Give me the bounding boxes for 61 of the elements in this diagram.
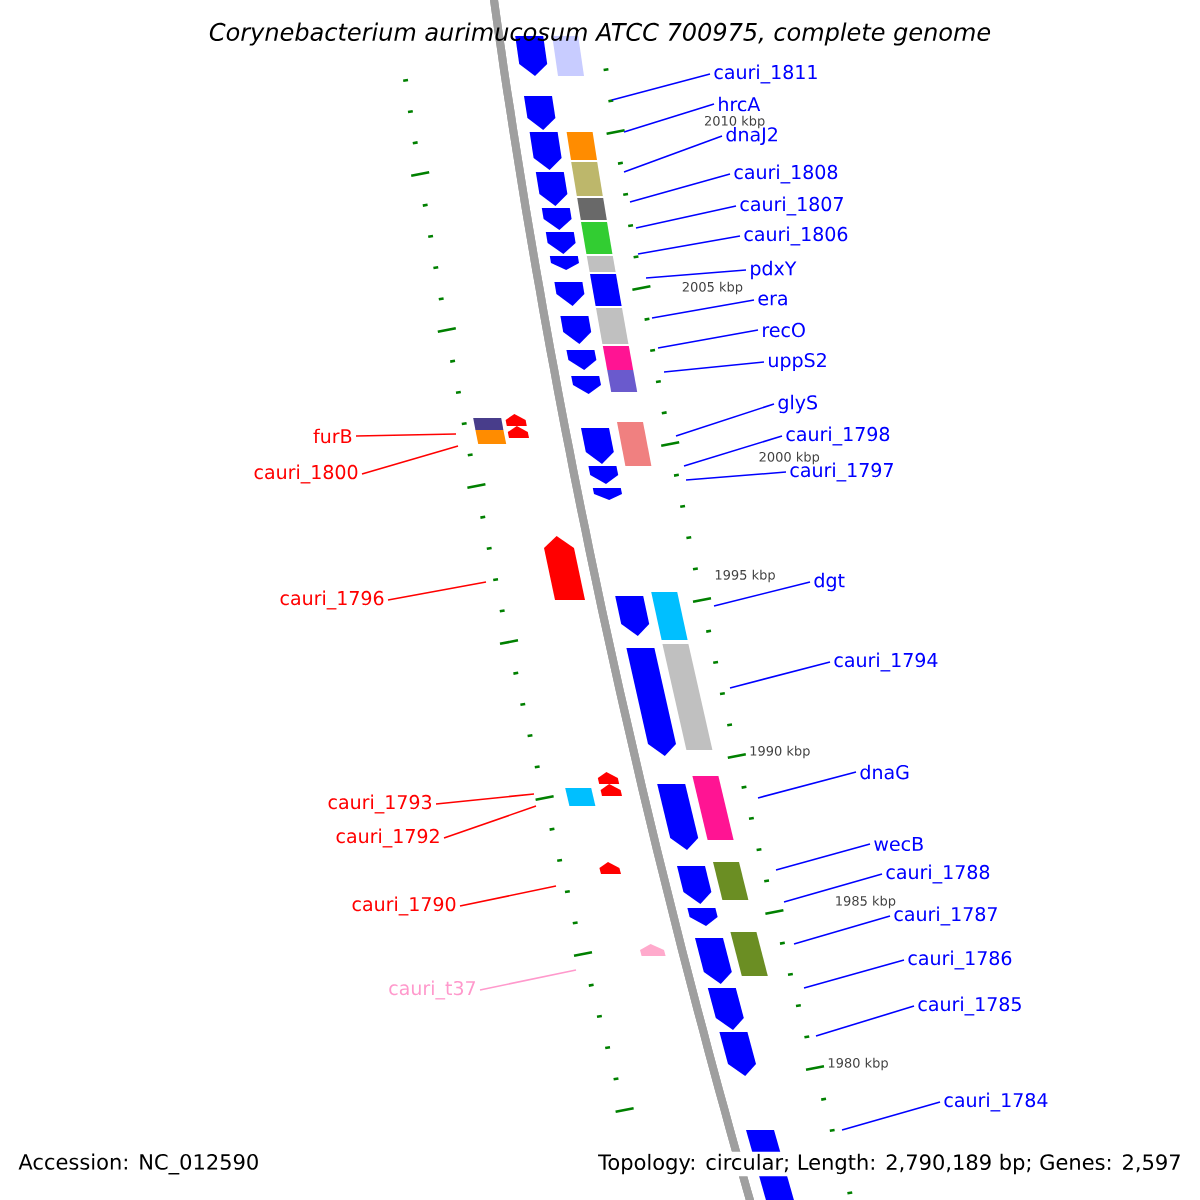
leader-line [623,103,715,133]
gene-label: wecB [874,836,923,852]
gene-label: cauri_1806 [744,226,848,246]
gene-label: cauri_1794 [834,652,938,672]
gene-label: cauri_1800 [254,464,358,484]
gene-label: cauri_1785 [918,996,1021,1016]
leader-line [479,969,577,991]
gene-label: hrcA [719,96,761,112]
gene-label: cauri_1786 [908,950,1012,970]
gene-label: dgt [814,572,845,592]
leader-line [815,1005,915,1037]
gene-label: dnaG [860,764,909,780]
leader-line [635,205,737,229]
gene-label: cauri_1797 [790,462,893,482]
leader-line [793,915,891,945]
leader-line [651,299,755,319]
leader-line [775,843,871,871]
gene-label: cauri_1808 [734,164,838,184]
gene-label: cauri_1796 [280,590,384,610]
leader-line [459,885,557,907]
accession-label: Accession: NC_012590 [18,1153,258,1175]
leader-line [637,235,741,255]
gene-label: cauri_1787 [894,906,997,926]
gene-label: pdxY [751,260,797,280]
gene-label: cauri_1807 [740,196,843,216]
leader-line [623,135,723,173]
leader-line [663,361,765,373]
leader-line [387,581,487,601]
gene-label: era [758,294,787,306]
gene-label: glyS [778,394,817,414]
leader-line [435,793,535,805]
leader-line [355,433,457,437]
gene-label: cauri_1790 [352,896,456,916]
leader-line [645,269,747,279]
gene-label: furB [313,428,352,444]
gene-label: recO [763,322,805,338]
gene-label: cauri_1798 [786,426,890,446]
leader-line [611,73,711,101]
leader-line [841,1101,941,1131]
leader-line [675,403,775,437]
gene-label: cauri_1811 [714,64,817,84]
gene-label: uppS2 [769,352,826,372]
genome-info-label: Topology: circular; Length: 2,790,189 bp; Genes: 2,597 [596,1151,1184,1177]
leader-line [683,435,783,467]
gene-label: cauri_1793 [328,794,432,814]
title: Corynebacterium aurimucosum ATCC 700975, complete genome [209,22,991,46]
leader-line [713,581,811,607]
leader-line [757,771,857,799]
leader-line [443,805,537,839]
leader-line [729,661,831,689]
gene-label: cauri_1788 [886,864,990,884]
gene-label: cauri_1792 [336,828,439,848]
leader-line [685,471,787,481]
leader-line [783,873,883,903]
leader-line [657,329,759,349]
leader-line [629,173,731,203]
gene-label: cauri_1784 [944,1092,1048,1112]
leader-line [803,959,905,989]
leader-line [361,445,459,475]
gene-label: dnaJ2 [726,126,777,146]
gene-label: cauri_t37 [389,980,475,1000]
